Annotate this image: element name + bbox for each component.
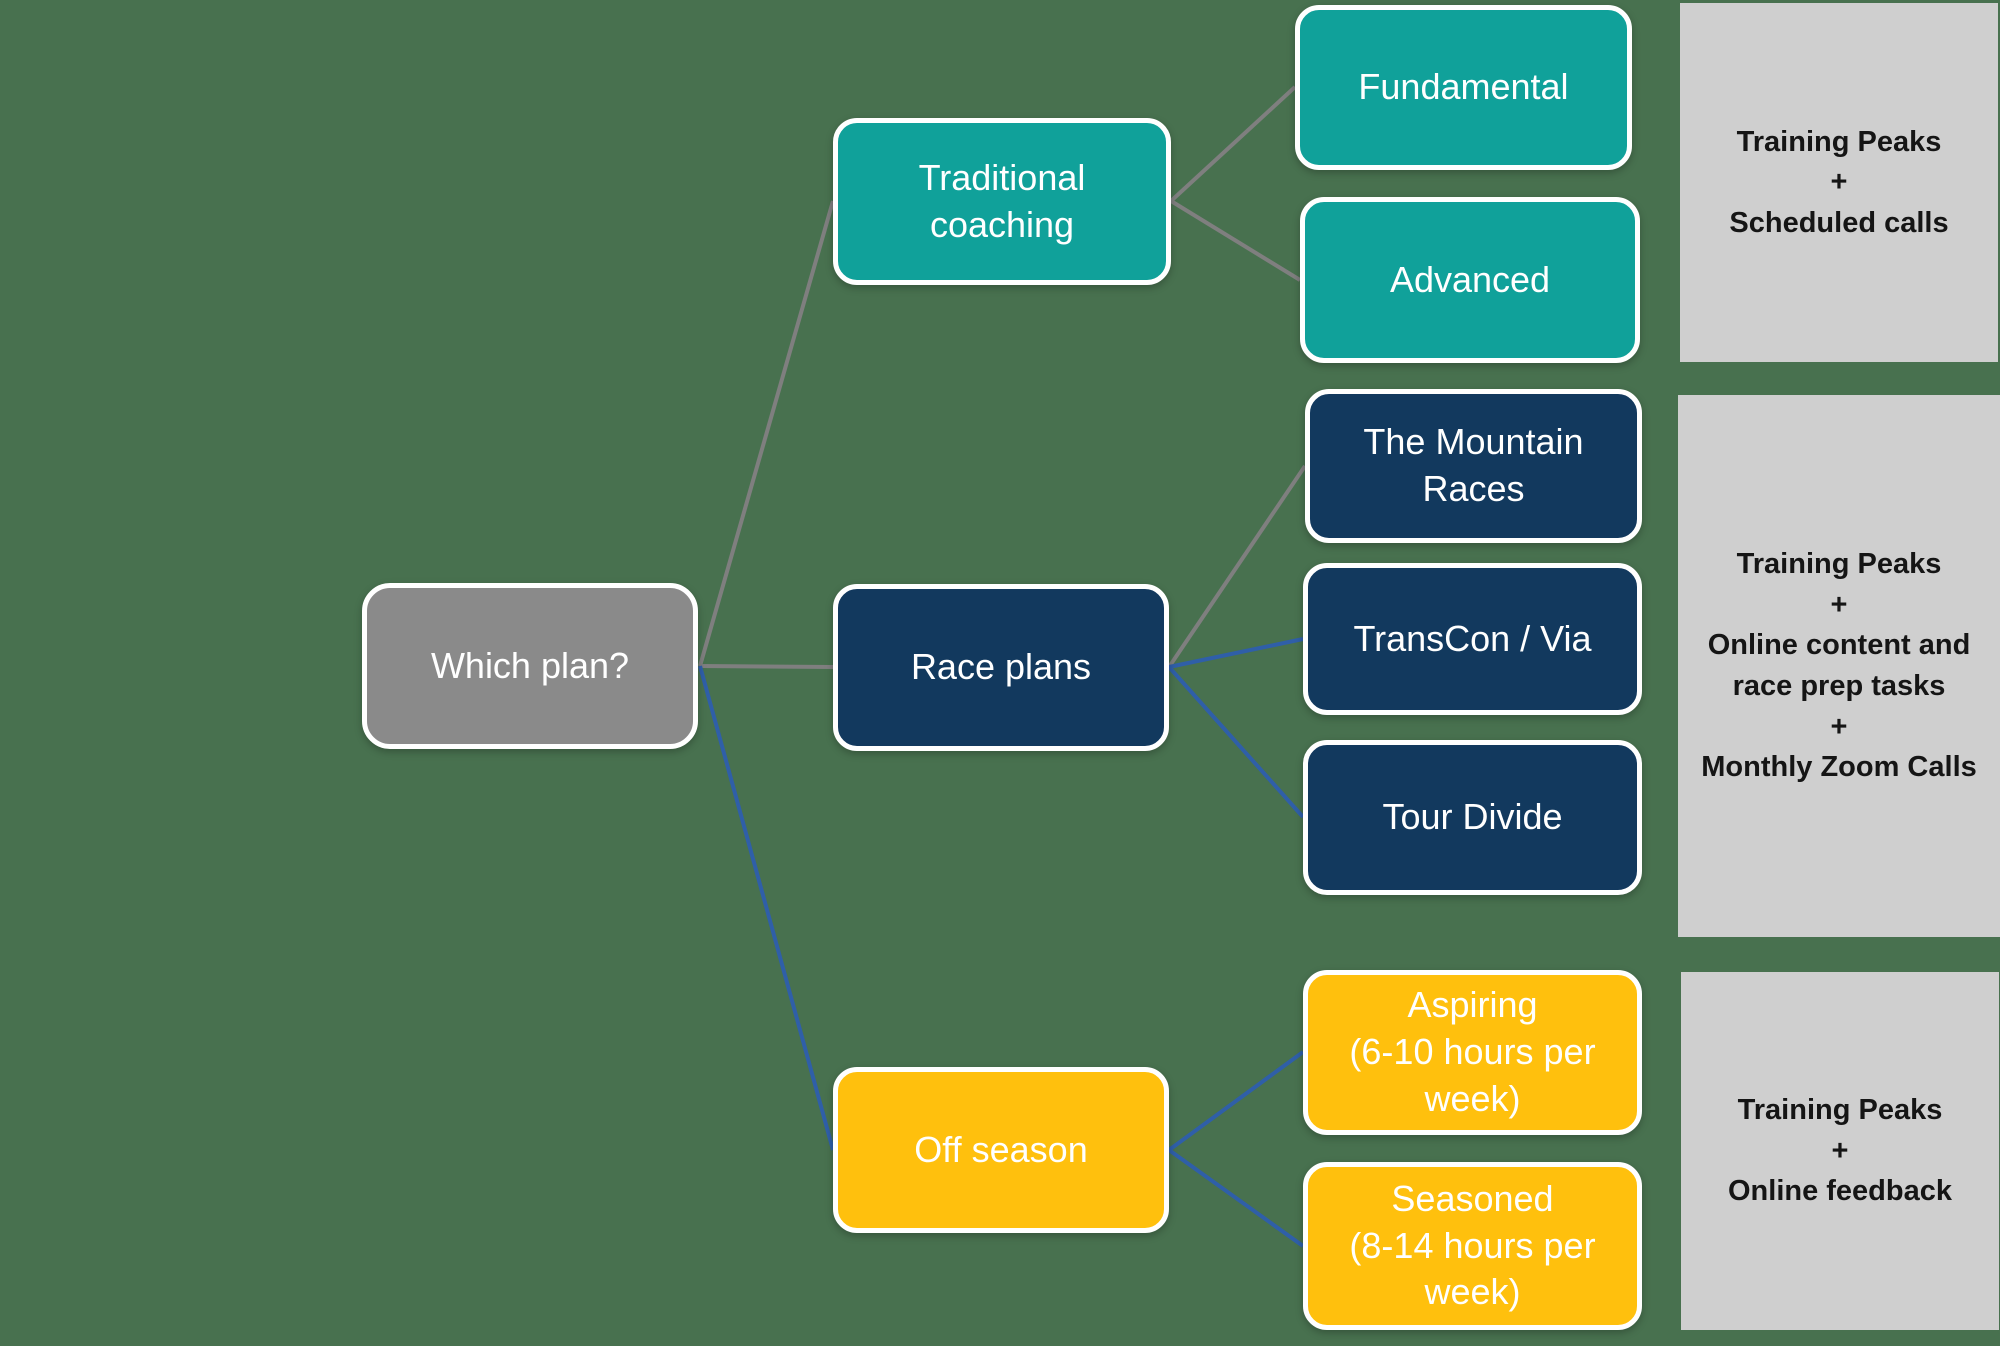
node-traditional-coaching-label: Traditional coaching: [918, 156, 1086, 245]
panel-line: +: [1830, 166, 1848, 199]
panel-line: Online content and race prep tasks: [1707, 629, 1971, 702]
node-transcon-via: TransCon / Via: [1303, 563, 1642, 715]
node-which-plan-label: Which plan?: [430, 644, 630, 686]
connector-traditional-advanced: [1169, 199, 1302, 282]
panel-line: Training Peaks: [1736, 125, 1942, 158]
node-fundamental-label: Fundamental: [1358, 66, 1569, 108]
panel-line: +: [1830, 588, 1848, 621]
connector-root-traditional: [698, 200, 835, 667]
node-advanced-label: Advanced: [1389, 258, 1551, 300]
node-seasoned: Seasoned (8-14 hours per week): [1303, 1162, 1642, 1330]
panel-line: Monthly Zoom Calls: [1701, 751, 1977, 784]
node-seasoned-line2: (8-14 hours per week): [1349, 1224, 1596, 1313]
connector-root-offseason: [698, 665, 835, 1151]
node-mountain-races-label: The Mountain Races: [1363, 421, 1584, 509]
panel-line: Online feedback: [1727, 1175, 1952, 1208]
connector-race-tourdivide: [1167, 665, 1305, 819]
panel-line: +: [1831, 1134, 1849, 1167]
node-aspiring: Aspiring (6-10 hours per week): [1303, 970, 1642, 1135]
panel-line: Scheduled calls: [1729, 206, 1949, 239]
node-tour-divide: Tour Divide: [1303, 740, 1642, 895]
node-aspiring-line2: (6-10 hours per week): [1349, 1031, 1596, 1119]
node-off-season: Off season: [833, 1067, 1169, 1233]
node-tour-divide-label: Tour Divide: [1382, 796, 1563, 838]
node-transcon-via-label: TransCon / Via: [1353, 617, 1592, 659]
connector-offseason-seasoned: [1167, 1148, 1305, 1248]
node-mountain-races: The Mountain Races: [1305, 389, 1642, 543]
connector-race-transcon: [1168, 637, 1304, 669]
node-advanced: Advanced: [1300, 197, 1640, 363]
node-which-plan: Which plan?: [362, 583, 698, 749]
node-traditional-coaching: Traditional coaching: [833, 118, 1171, 285]
node-fundamental: Fundamental: [1295, 5, 1632, 170]
panel-line: Training Peaks: [1736, 548, 1942, 581]
panel-traditional-coaching-info: Training Peaks + Scheduled calls: [1680, 3, 1998, 362]
connector-offseason-aspiring: [1167, 1050, 1305, 1152]
node-off-season-label: Off season: [914, 1128, 1088, 1170]
node-race-plans-label: Race plans: [910, 646, 1092, 688]
node-race-plans: Race plans: [833, 584, 1169, 751]
connector-race-mountain: [1167, 464, 1307, 669]
node-seasoned-line1: Seasoned: [1391, 1177, 1554, 1219]
panel-line: Training Peaks: [1737, 1094, 1943, 1127]
panel-off-season-info: Training Peaks + Online feedback: [1681, 972, 1999, 1330]
panel-line: +: [1830, 710, 1848, 743]
panel-race-plans-info: Training Peaks + Online content and race…: [1678, 395, 2000, 937]
node-aspiring-line1: Aspiring: [1407, 984, 1538, 1026]
connector-traditional-fundamental: [1169, 85, 1297, 203]
connector-root-race: [699, 664, 834, 669]
